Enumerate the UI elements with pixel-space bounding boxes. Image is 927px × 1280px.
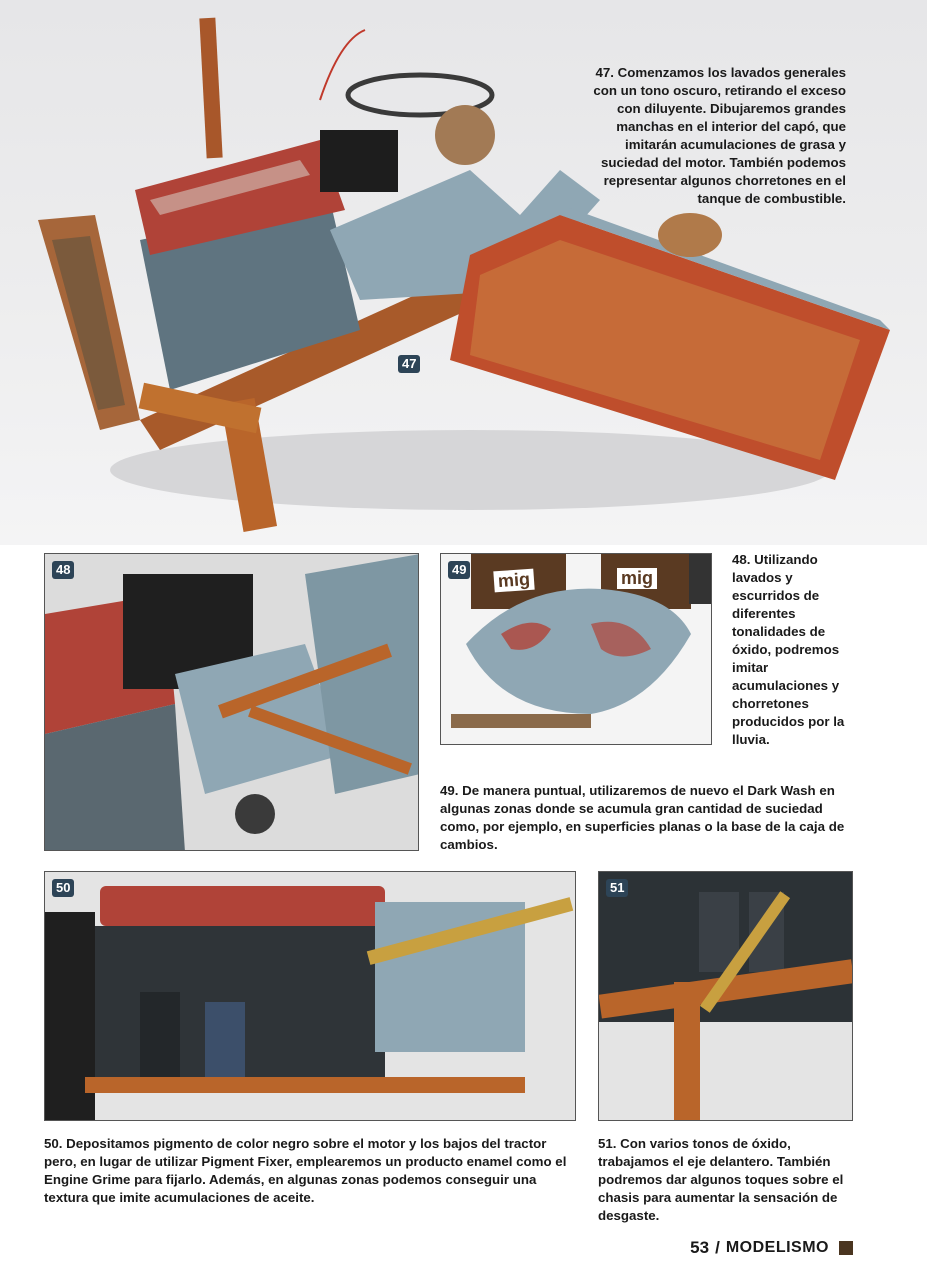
photo-badge-50: 50 xyxy=(52,879,75,897)
tractor-model-illustration xyxy=(38,17,890,532)
magazine-brand: MODELISMO xyxy=(725,1239,829,1256)
photo-badge-49: 49 xyxy=(448,561,471,579)
front-axle-illustration xyxy=(599,872,852,1120)
photo-48 xyxy=(44,553,419,851)
engine-closeup-illustration xyxy=(45,554,418,850)
folio-separator: / xyxy=(715,1238,720,1257)
page-number: 53 xyxy=(690,1238,710,1257)
caption-50: 50. Depositamos pigmento de color negro … xyxy=(44,1136,567,1205)
photo-50 xyxy=(44,871,576,1121)
photo-badge-48: 48 xyxy=(52,561,75,579)
caption-48: 48. Utilizando lavados y escurridos de d… xyxy=(732,552,845,747)
photo-badge-51: 51 xyxy=(606,879,629,897)
fuel-tank-illustration xyxy=(441,554,711,744)
caption-49: 49. De manera puntual, utilizaremos de n… xyxy=(440,783,845,852)
photo-badge-47: 47 xyxy=(398,355,421,373)
brand-square-icon xyxy=(839,1241,853,1255)
photo-49: mig mig xyxy=(440,553,712,745)
page-folio: 53 / MODELISMO xyxy=(690,1238,853,1258)
caption-47: 47. Comenzamos los lavados generales con… xyxy=(593,65,846,206)
paint-jar-label-1: mig xyxy=(493,568,535,593)
engine-pigment-illustration xyxy=(45,872,575,1120)
paint-jar-label-2: mig xyxy=(617,568,658,589)
photo-51 xyxy=(598,871,853,1121)
caption-51: 51. Con varios tonos de óxido, trabajamo… xyxy=(598,1136,844,1223)
photo-47 xyxy=(0,0,927,545)
